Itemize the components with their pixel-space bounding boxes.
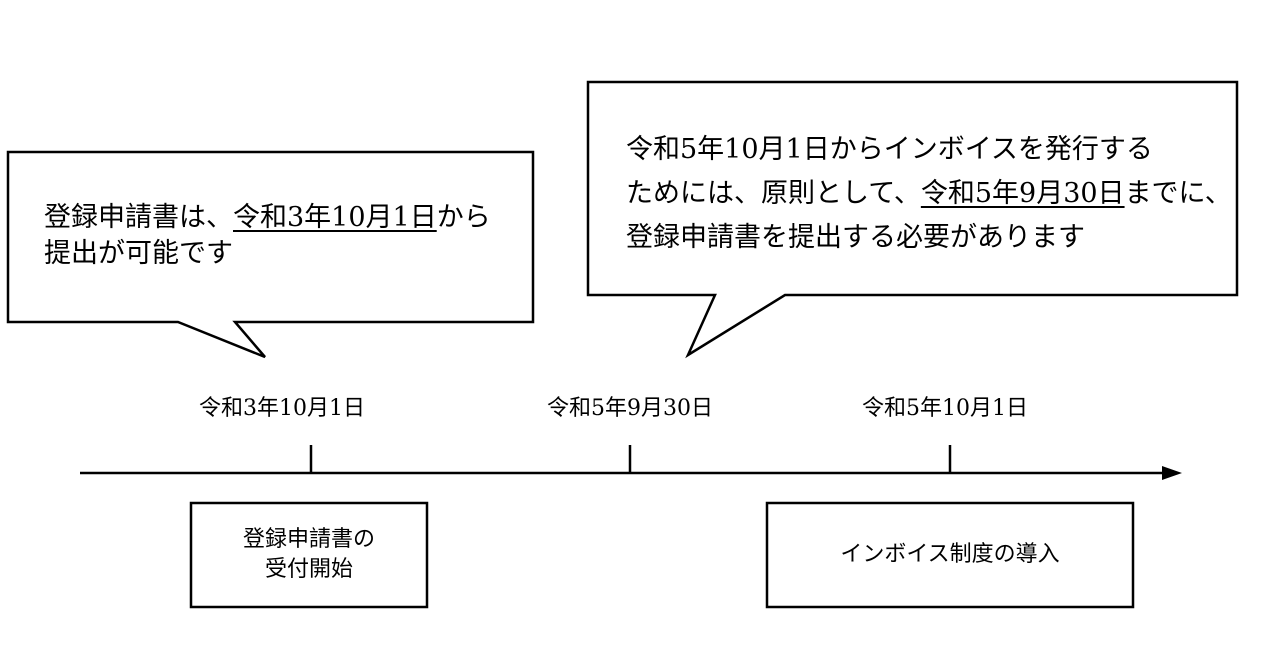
date-label-2: 令和5年9月30日 [547, 396, 713, 421]
date-label-1: 令和3年10月1日 [199, 396, 365, 421]
bubble-right-text: 令和5年10月1日からインボイスを発行する ためには、原則として、令和5年9月3… [626, 128, 1232, 260]
bubble-left-line-2: 提出が可能です [44, 238, 233, 269]
box-invoice-frame [765, 501, 1135, 609]
bubble-right-line-2: ためには、原則として、令和5年9月30日までに、 [626, 172, 1232, 216]
bubble-right-line-3: 登録申請書を提出する必要があります [626, 222, 1085, 253]
timeline-arrowhead [1162, 466, 1182, 480]
bubble-left-line-1: 登録申請書は、令和3年10月1日から [44, 200, 491, 236]
bubble-left-line-1-post: から [436, 202, 491, 233]
box-invoice-label: インボイス制度の導入 [840, 542, 1060, 567]
bubble-left-text: 登録申請書は、令和3年10月1日から 提出が可能です [44, 200, 491, 272]
bubble-right-line-2-pre: ためには、原則として、 [626, 178, 921, 209]
box-registration-line-2: 受付開始 [264, 557, 353, 582]
bubble-right-line-2-post: までに、 [1124, 178, 1232, 209]
bubble-right-underlined-date: 令和5年9月30日 [920, 178, 1125, 209]
bubble-right-line-1: 令和5年10月1日からインボイスを発行する [626, 134, 1153, 165]
box-registration-frame [189, 501, 429, 609]
speech-bubble-left [6, 150, 535, 359]
bubble-left-line-1-pre: 登録申請書は、 [44, 202, 233, 233]
speech-bubble-right [586, 80, 1239, 359]
bubble-left-underlined-date: 令和3年10月1日 [233, 202, 437, 233]
box-registration: 登録申請書の 受付開始 [191, 503, 427, 607]
date-label-3: 令和5年10月1日 [862, 396, 1028, 421]
box-registration-line-1: 登録申請書の [242, 527, 375, 552]
box-invoice: インボイス制度の導入 [767, 503, 1133, 607]
